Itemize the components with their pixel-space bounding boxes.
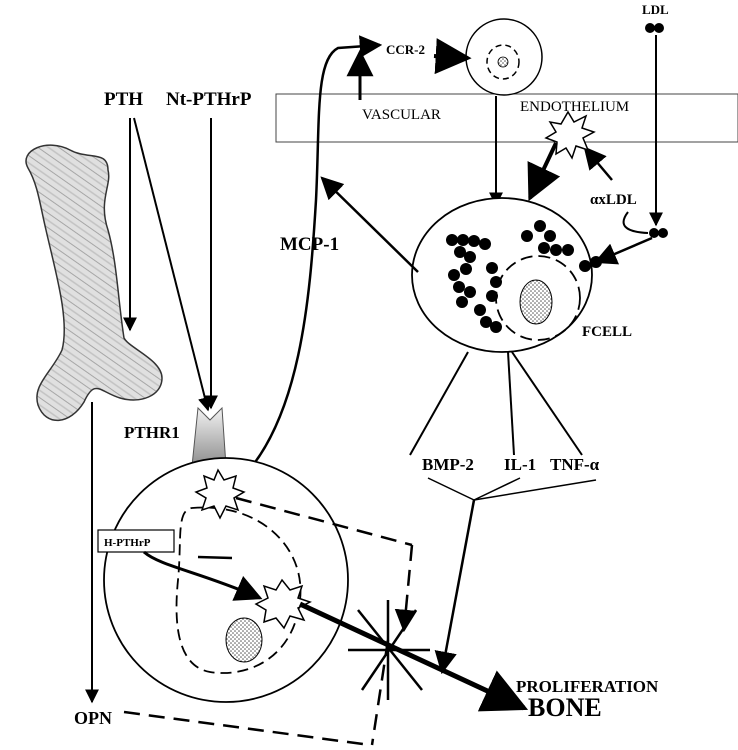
oxldl-label: αxLDL [590,192,637,208]
fcell-label: FCELL [582,324,632,340]
nt-pthrp-label: Nt-PTHrP [166,89,252,110]
pth-label: PTH [104,89,143,110]
h-pthrp-label: H-PTHrP [104,537,151,549]
pthr1-label: PTHR1 [124,423,180,442]
femur-bone-icon [26,145,162,420]
bone-label: BONE [528,693,602,722]
bmp2-label: BMP-2 [422,455,474,474]
ccr2-label: CCR-2 [386,42,425,57]
inhibition-cross-icon [348,600,430,700]
il1-label: IL-1 [504,455,536,474]
vascular-endothelium-band [276,94,738,142]
opn-label: OPN [74,708,112,728]
ldl-label: LDL [642,2,669,17]
vascular-label: VASCULAR [362,107,441,123]
endothelium-label: ENDOTHELIUM [520,99,629,115]
tnfa-label: TNF-α [550,455,600,474]
mcp1-label: MCP-1 [280,234,339,255]
mcp1-curve [240,45,380,480]
